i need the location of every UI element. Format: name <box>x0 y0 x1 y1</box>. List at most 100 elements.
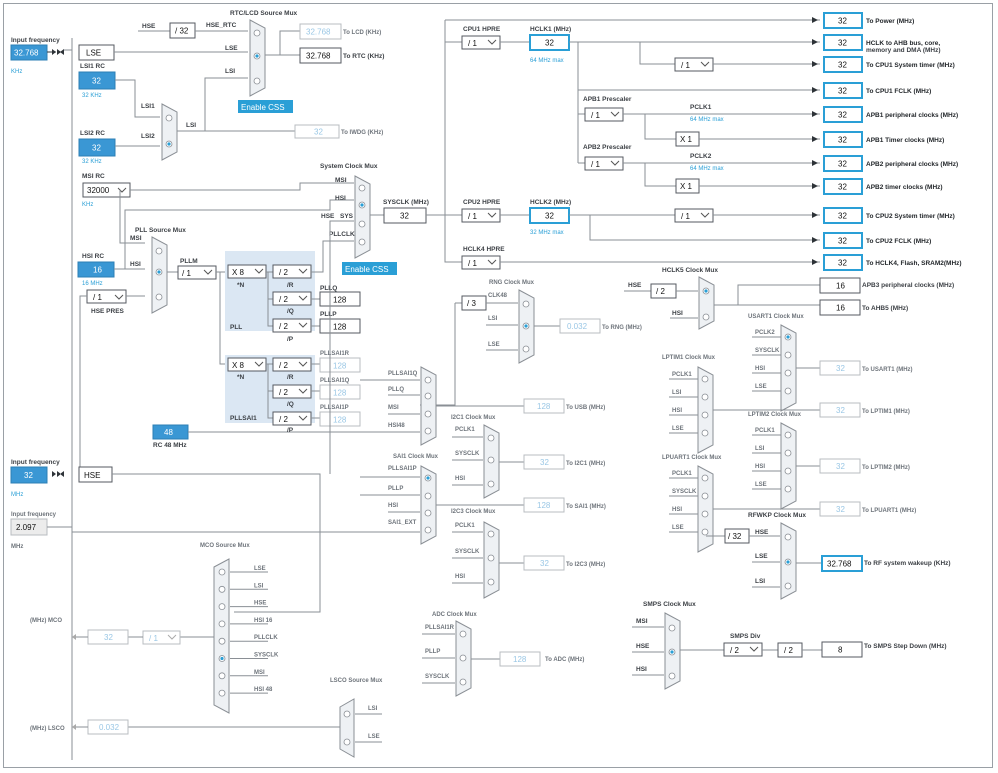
svg-text:/ 2: / 2 <box>279 322 288 331</box>
pllm-dropdown[interactable]: / 1 <box>177 265 217 280</box>
lptim1-pclk1-label: PCLK1 <box>672 372 692 378</box>
system-clock-mux[interactable] <box>354 175 371 259</box>
rng-mux-title: RNG Clock Mux <box>489 280 535 286</box>
hsi-rc-value[interactable]: 16 <box>77 261 115 278</box>
output-box-6[interactable]: 32 <box>823 155 863 172</box>
i2c1-clock-value: 32 <box>523 454 565 470</box>
output-label: APB2 timer clocks (MHz) <box>866 184 943 191</box>
enable-css-lse-button[interactable]: Enable CSS <box>238 100 293 113</box>
usart1-clock-mux[interactable] <box>780 324 797 412</box>
i2c3-clock-mux[interactable] <box>483 521 500 599</box>
usb-msi-label: MSI <box>388 405 399 411</box>
smps-div-dropdown[interactable]: / 2 <box>723 642 763 657</box>
output-box-8[interactable]: 32 <box>823 207 863 224</box>
svg-text:128: 128 <box>333 296 347 305</box>
adc-pllp-label: PLLP <box>425 649 440 655</box>
rtc-hse-divider[interactable]: / 32 <box>169 22 196 39</box>
output-box-1[interactable]: 32 <box>823 34 863 51</box>
usb-clock-mux[interactable] <box>420 366 437 446</box>
pll-p-dropdown[interactable]: / 2 <box>272 318 312 333</box>
hclk5-mux-title: HCLK5 Clock Mux <box>662 267 718 274</box>
pll-source-mux[interactable] <box>151 236 168 314</box>
rfwkp-lsi-label: LSI <box>755 578 765 585</box>
lsi2-rc-value[interactable]: 32 <box>78 138 116 157</box>
output-box-3[interactable]: 32 <box>823 82 863 99</box>
output-box-9[interactable]: 32 <box>823 232 863 249</box>
smps-clock-mux[interactable] <box>664 612 681 690</box>
arrow-icon <box>812 237 818 243</box>
rng-clock-mux[interactable] <box>518 289 535 364</box>
cpu1-hpre-dropdown[interactable]: / 1 <box>461 35 501 50</box>
hclk5-clock-mux[interactable] <box>698 276 715 330</box>
hclk4-hpre-dropdown[interactable]: / 1 <box>461 255 501 270</box>
enable-css-hse-button[interactable]: Enable CSS <box>342 262 397 275</box>
svg-text:128: 128 <box>513 655 527 664</box>
pll-q-dropdown[interactable]: / 2 <box>272 291 312 306</box>
lse-input-frequency[interactable]: 32.768 <box>10 44 48 61</box>
pllsai1-r-dropdown[interactable]: / 2 <box>272 357 312 372</box>
hse-prescaler-dropdown[interactable]: / 1 <box>86 289 127 304</box>
input-frequency-3[interactable]: 2.097 <box>10 518 48 536</box>
cpu2-hpre-dropdown[interactable]: / 1 <box>461 208 501 223</box>
rtc-source-mux[interactable] <box>249 19 266 97</box>
cpu1-systimer-dropdown[interactable]: / 1 <box>674 57 714 72</box>
rfwkp-clock-mux[interactable] <box>780 522 797 600</box>
rc48-value[interactable]: 48 <box>152 424 189 440</box>
msi-range-dropdown[interactable]: 32000 <box>82 182 131 198</box>
output-label: To HCLK4, Flash, SRAM2(MHz) <box>866 260 962 267</box>
apb1-prescaler-dropdown[interactable]: / 1 <box>584 107 624 122</box>
rng-divider[interactable]: / 3 <box>461 295 487 311</box>
sai1-ext-label: SAI1_EXT <box>388 520 417 526</box>
hclk1-value[interactable]: 32 <box>529 34 570 51</box>
lsco-out-label: (MHz) LSCO <box>30 726 65 732</box>
hclk5-hse-divider[interactable]: / 2 <box>650 283 677 299</box>
hclk2-value[interactable]: 32 <box>529 207 570 224</box>
output-value: 32 <box>838 237 847 246</box>
sai1-clock-mux[interactable] <box>420 465 437 545</box>
output-box-10[interactable]: 32 <box>823 254 863 271</box>
adc-clock-label: To ADC (MHz) <box>545 657 584 663</box>
output-box-2[interactable]: 32 <box>823 56 863 73</box>
sysclk-value: 32 <box>383 207 427 224</box>
lsi1-rc-label: LSI1 RC <box>80 63 105 70</box>
output-box-0[interactable]: 32 <box>823 12 863 29</box>
output-box-4[interactable]: 32 <box>823 106 863 123</box>
output-box-5[interactable]: 32 <box>823 131 863 148</box>
lptim1-clock-mux[interactable] <box>697 366 714 454</box>
pll-n-dropdown[interactable]: X 8 <box>227 264 267 279</box>
lse-unit: KHz <box>11 69 22 75</box>
output-box-7[interactable]: 32 <box>823 178 863 195</box>
lsco-lse-label: LSE <box>368 734 380 740</box>
pll-r-dropdown[interactable]: / 2 <box>272 264 312 279</box>
lpuart1-clock-mux[interactable] <box>697 465 714 553</box>
rfwkp-clock-value: 32.768 <box>821 555 863 572</box>
pllsai1-n-dropdown[interactable]: X 8 <box>227 357 267 372</box>
output-label-ahb-line2: memory and DMA (MHz) <box>866 47 941 54</box>
pllsai1-q-dropdown[interactable]: / 2 <box>272 384 312 399</box>
hse-oscillator[interactable]: HSE <box>78 466 113 483</box>
lsco-source-mux[interactable] <box>339 698 355 758</box>
lptim2-clock-mux[interactable] <box>780 422 797 510</box>
i2c1-clock-mux[interactable] <box>483 424 500 499</box>
lse-oscillator[interactable]: LSE <box>78 44 115 61</box>
sysclk-sys-label: SYS <box>340 213 354 220</box>
mco-source-mux[interactable] <box>213 558 230 714</box>
apb2-prescaler-dropdown[interactable]: / 1 <box>584 156 624 171</box>
rfwkp-divider[interactable]: / 32 <box>724 528 750 544</box>
svg-text:32: 32 <box>92 144 101 153</box>
mco-divider-dropdown[interactable]: / 1 <box>142 630 181 645</box>
svg-text:/ 2: / 2 <box>279 361 288 370</box>
pllsai1-p-label: /P <box>287 427 294 434</box>
adc-clock-mux[interactable] <box>455 620 472 697</box>
lptim1-lsi-label: LSI <box>672 390 682 396</box>
pclk1-label: PCLK1 <box>690 104 712 111</box>
pllsai1-p-dropdown[interactable]: / 2 <box>272 411 312 426</box>
svg-text:2.097: 2.097 <box>16 523 37 532</box>
lsi1-rc-value[interactable]: 32 <box>78 71 116 90</box>
hse-input-frequency[interactable]: 32 <box>10 466 48 484</box>
cpu2-systimer-dropdown[interactable]: / 1 <box>674 208 714 223</box>
apb1-prescaler-label: APB1 Prescaler <box>583 96 632 103</box>
i2c1-clock-label: To I2C1 (MHz) <box>566 461 605 467</box>
svg-text:X 8: X 8 <box>232 361 245 370</box>
